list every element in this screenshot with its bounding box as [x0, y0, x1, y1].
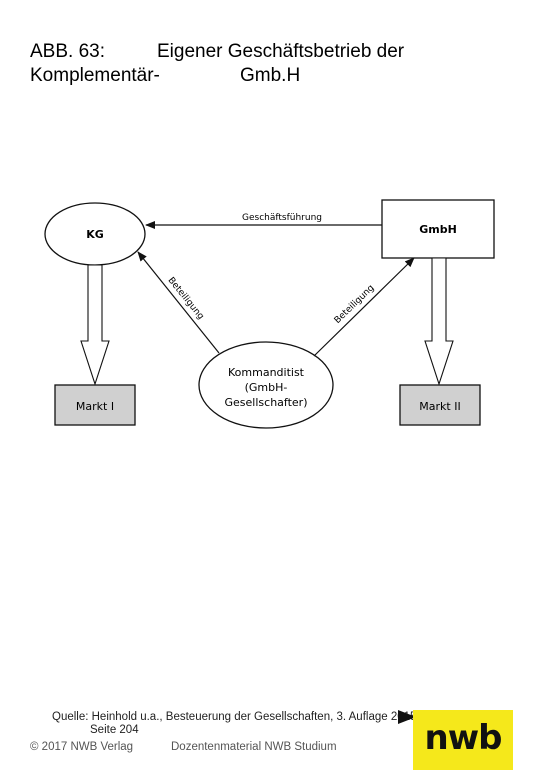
gmbh-label: GmbH	[419, 223, 457, 236]
kommanditist-label-2: (GmbH-	[245, 381, 288, 394]
logo-pointer-icon	[398, 710, 416, 724]
markt-1-label: Markt I	[76, 400, 114, 413]
title-text-line1: Eigener Geschäftsbetrieb der	[157, 41, 405, 62]
title-figure-number: ABB. 63:	[30, 41, 105, 62]
kommanditist-label-1: Kommanditist	[228, 366, 305, 379]
gmbh-node: GmbH	[381, 199, 495, 259]
nwb-logo: nwb	[413, 710, 513, 770]
kg-node: KG	[44, 202, 146, 266]
edge-beteiligung-right	[313, 257, 415, 357]
kommanditist-label-3: Gesellschafter)	[225, 396, 308, 409]
material-note: Dozentenmaterial NWB Studium	[171, 741, 337, 753]
nwb-logo-text: nwb	[424, 718, 503, 758]
markt-1-node: Markt I	[54, 384, 136, 426]
copyright: © 2017 NWB Verlag	[30, 741, 134, 753]
markt-2-node: Markt II	[399, 384, 481, 426]
edge-beteiligung-left-label: Beteiligung	[166, 276, 206, 322]
source-page: Seite 204	[90, 724, 139, 736]
kg-label: KG	[86, 228, 104, 241]
edge-beteiligung-right-label: Beteiligung	[333, 283, 377, 326]
title-text-line2-left: Komplementär-	[30, 65, 160, 86]
source-citation: Quelle: Heinhold u.a., Besteuerung der G…	[52, 711, 417, 723]
arrow-kg-to-markt-1	[80, 264, 110, 386]
title-text-line2-right: Gmb.H	[240, 65, 301, 86]
kommanditist-node: Kommanditist (GmbH- Gesellschafter)	[198, 341, 334, 429]
markt-2-label: Markt II	[419, 400, 460, 413]
arrow-gmbh-to-markt-2	[424, 257, 454, 386]
edge-beteiligung-left	[137, 251, 220, 354]
edge-geschaeftsfuehrung-label: Geschäftsführung	[242, 213, 322, 223]
